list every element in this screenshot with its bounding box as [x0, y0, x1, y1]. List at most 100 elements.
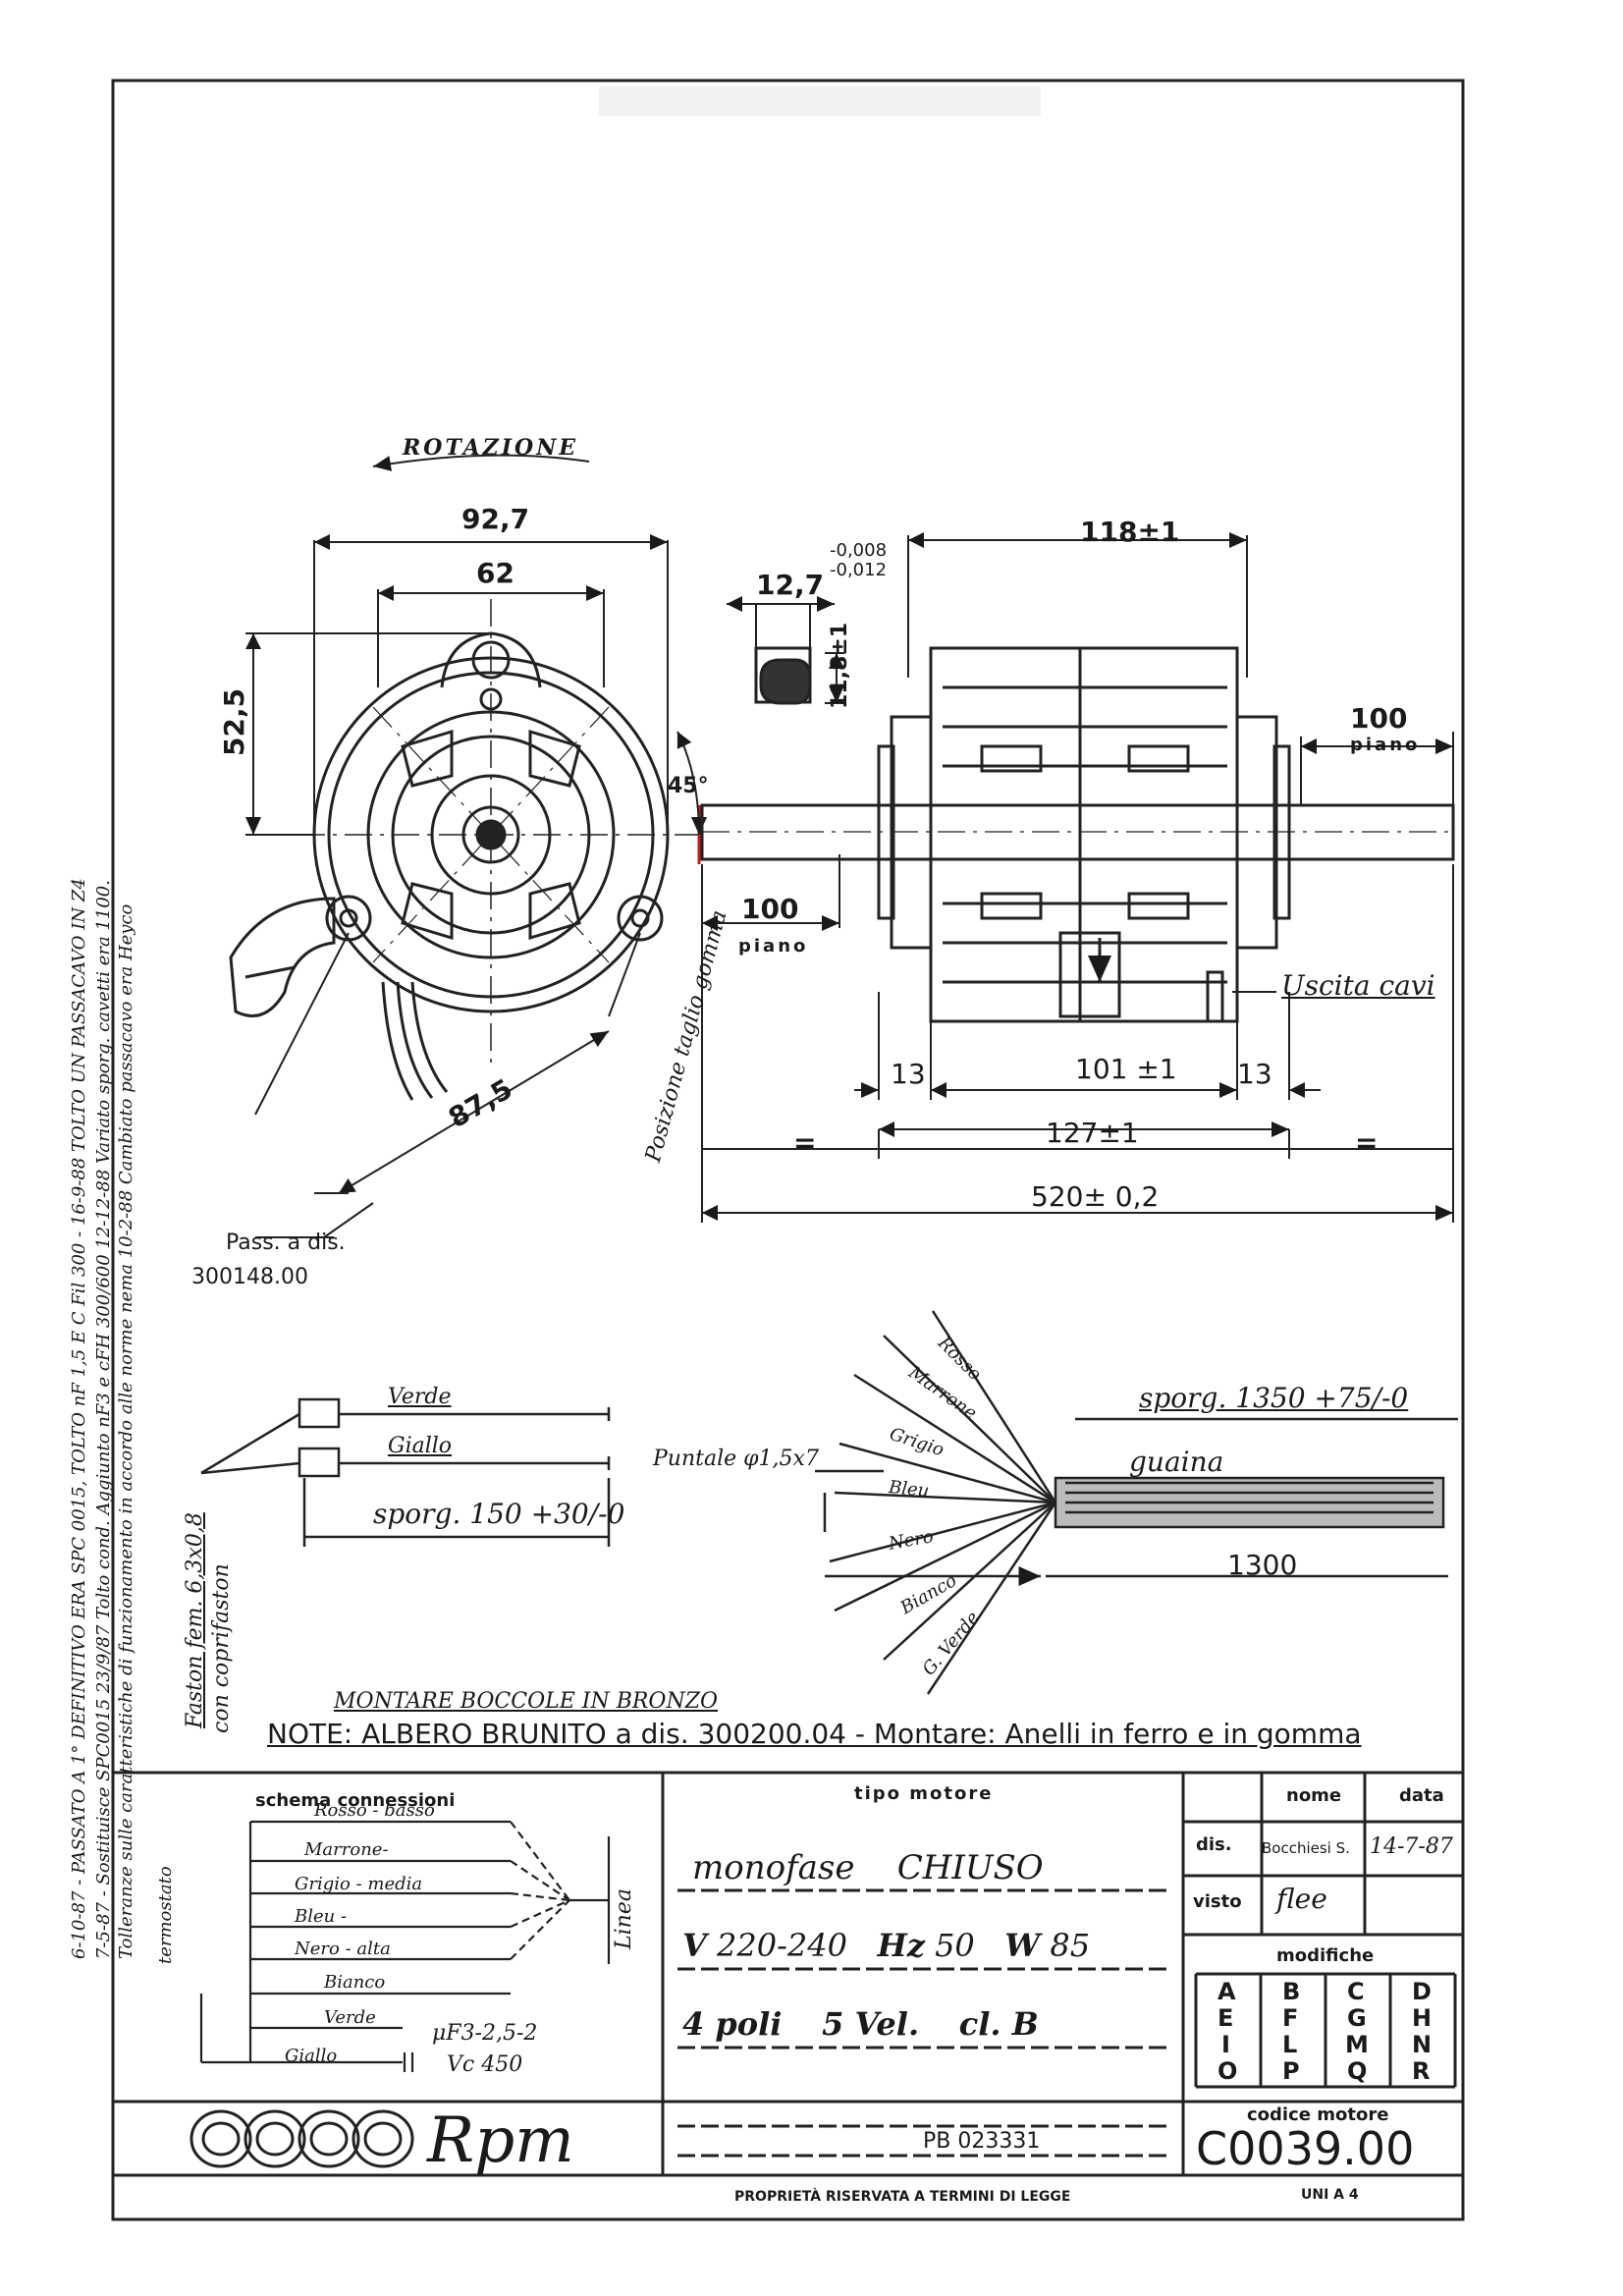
codice-motore: C0039.00	[1196, 2122, 1415, 2175]
sporg-150: sporg. 150 +30/-0	[373, 1498, 625, 1530]
grid-g: G	[1347, 2004, 1367, 2032]
dim-45: 45°	[668, 774, 709, 798]
tb-dis-name: Bocchiesi S.	[1262, 1839, 1350, 1857]
grid-h: H	[1412, 2004, 1433, 2032]
pass-dis-label: Pass. a dis.	[226, 1230, 346, 1255]
rotation-label: ROTAZIONE	[403, 435, 579, 461]
grid-p: P	[1282, 2057, 1300, 2085]
grid-i: I	[1221, 2031, 1230, 2058]
eq-left: =	[793, 1126, 817, 1159]
faston-spec: Faston fem. 6,3x0,8	[183, 1512, 207, 1728]
tb-dis-date: 14-7-87	[1370, 1834, 1453, 1859]
dim-100-left: 100	[741, 893, 799, 925]
tol-12-7-top: -0,008	[830, 540, 888, 561]
dim-12-7: 12,7	[756, 569, 825, 601]
dim-62: 62	[476, 557, 514, 589]
motor-specs: 4 poli 5 Vel. cl. B	[682, 2008, 1039, 2040]
tb-modifiche: modifiche	[1276, 1945, 1375, 1966]
pass-dis-number: 300148.00	[191, 1265, 308, 1289]
schema-nero: Nero - alta	[295, 1939, 391, 1959]
tb-dis-label: dis.	[1196, 1834, 1232, 1855]
schema-bianco: Bianco	[324, 1972, 386, 1993]
tipo-motore-label: tipo motore	[854, 1783, 994, 1804]
dim-1300: 1300	[1227, 1549, 1298, 1581]
revision-line-1: 6-10-87 - PASSATO A 1° DEFINITIVO ERA SP…	[69, 878, 89, 1959]
dim-92-7: 92,7	[461, 503, 530, 535]
faston-coprifaston: con coprifaston	[209, 1563, 234, 1733]
title-block-lines	[113, 1771, 1463, 2177]
top-tape	[599, 86, 1041, 116]
grid-a: A	[1217, 1978, 1236, 2005]
schema-giallo: Giallo	[285, 2046, 338, 2066]
montare-boccole: MONTARE BOCCOLE IN BRONZO	[334, 1689, 719, 1714]
motor-electrical: V 220-240 Hz 50 W 85	[682, 1930, 1090, 1961]
dim-13-right: 13	[1237, 1058, 1272, 1090]
schema-linea: Linea	[612, 1888, 636, 1949]
grid-m: M	[1345, 2031, 1369, 2058]
poli: 4 poli	[682, 2005, 783, 2043]
modifiche-grid: A B C D E F G H I L M N O P Q R	[1196, 1974, 1455, 2087]
grid-b: B	[1282, 1978, 1301, 2005]
w-value: 85	[1050, 1927, 1091, 1964]
uscita-cavi: Uscita cavi	[1281, 969, 1435, 1002]
tol-12-7-bot: -0,012	[830, 560, 888, 580]
piano-right: piano	[1350, 735, 1421, 755]
hz-value: 50	[935, 1927, 975, 1964]
motor-front-view	[229, 599, 707, 1101]
uni-a4: UNI A 4	[1301, 2187, 1359, 2203]
grid-f: F	[1282, 2004, 1299, 2032]
tb-visto-label: visto	[1193, 1891, 1242, 1912]
schema-grigio: Grigio - media	[295, 1874, 423, 1894]
dim-11-8: 11,8±1	[828, 622, 852, 709]
tb-visto-signature: flee	[1276, 1883, 1327, 1915]
rpm-logo-coils	[189, 2109, 414, 2168]
note-line: NOTE: ALBERO BRUNITO a dis. 300200.04 - …	[267, 1718, 1362, 1750]
grid-r: R	[1412, 2057, 1431, 2085]
grid-n: N	[1412, 2031, 1433, 2058]
revision-line-2: 7-5-87 - Sostituisce SPC0015 23/9/87 Tol…	[93, 880, 114, 1959]
wire-bleu: Bleu	[888, 1476, 931, 1503]
tb-nome: nome	[1286, 1785, 1342, 1806]
schema-rosso: Rosso - basso	[314, 1800, 435, 1821]
grid-e: E	[1217, 2004, 1234, 2032]
v-label: V	[682, 1927, 707, 1964]
wiring-drawing	[200, 1310, 1458, 1695]
side-view-dimensions	[701, 532, 1454, 1223]
rpm-logo-text: Rpm	[427, 2105, 574, 2177]
eq-right: =	[1355, 1126, 1379, 1159]
wire-verde: Verde	[388, 1385, 452, 1409]
schema-vc: Vc 450	[447, 2052, 523, 2077]
dim-520: 520± 0,2	[1031, 1180, 1160, 1213]
revision-line-3: Tolleranze sulle caratteristiche di funz…	[116, 903, 136, 1959]
grid-d: D	[1412, 1978, 1432, 2005]
dim-101: 101 ±1	[1075, 1053, 1177, 1085]
sheet-border	[111, 79, 1465, 2221]
proprieta-riservata: PROPRIETÀ RISERVATA A TERMINI DI LEGGE	[734, 2189, 1071, 2205]
dim-100-right: 100	[1350, 702, 1408, 735]
schema-marrone: Marrone-	[304, 1839, 389, 1860]
sporg-1350: sporg. 1350 +75/-0	[1139, 1382, 1409, 1414]
grid-o: O	[1217, 2057, 1238, 2085]
schema-termostato: termostato	[155, 1866, 176, 1964]
dim-118: 118±1	[1080, 516, 1180, 548]
schema-bleu: Bleu -	[295, 1906, 348, 1927]
grid-c: C	[1347, 1978, 1365, 2005]
dim-13-left: 13	[891, 1058, 926, 1090]
tb-data: data	[1399, 1785, 1444, 1806]
dim-52-5: 52,5	[218, 687, 250, 756]
piano-left: piano	[738, 936, 809, 957]
pb-number: PB 023331	[923, 2129, 1041, 2154]
w-label: W	[1004, 1927, 1041, 1964]
velocita: 5 Vel.	[822, 2005, 920, 2043]
classe: cl. B	[958, 2005, 1039, 2043]
front-view-dimensions	[245, 454, 707, 1238]
schema-title: schema connessioni	[255, 1790, 456, 1811]
guaina: guaina	[1129, 1446, 1224, 1478]
grid-l: L	[1282, 2031, 1298, 2058]
motor-line-1: monofase CHIUSO	[692, 1848, 1044, 1887]
connection-schema	[199, 1820, 611, 2072]
hz-label: Hz	[877, 1927, 925, 1964]
schema-uf: μF3-2,5-2	[432, 2021, 538, 2046]
